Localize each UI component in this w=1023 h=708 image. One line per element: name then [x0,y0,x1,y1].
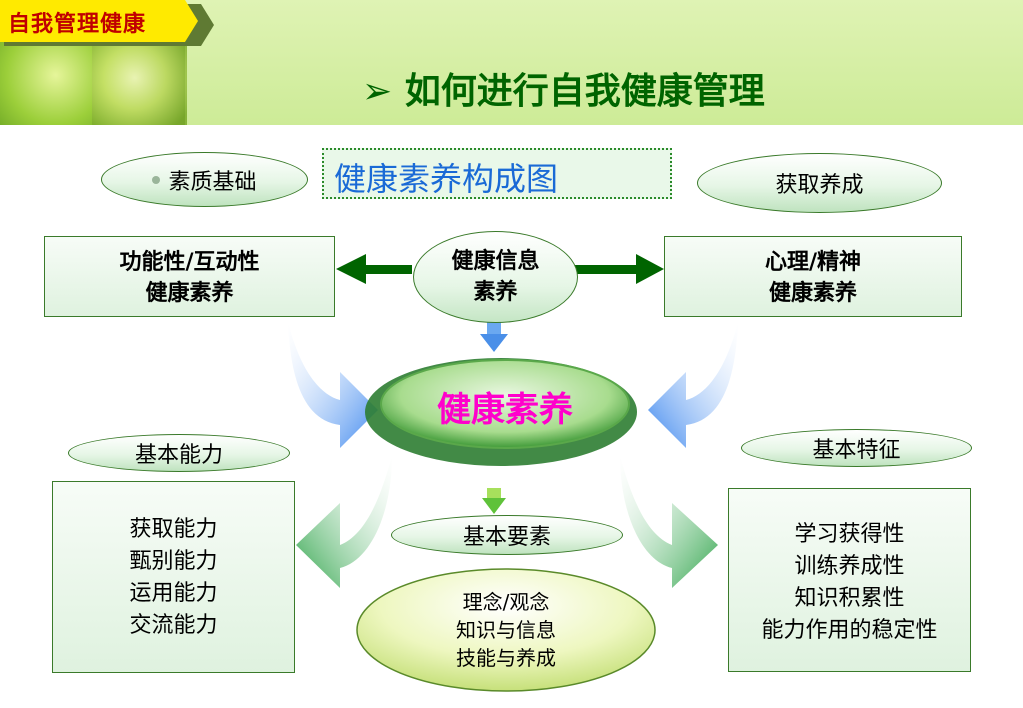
arrow-down-blue-icon [480,322,508,352]
features-box: 学习获得性 训练养成性 知识积累性 能力作用的稳定性 [728,488,971,672]
center-health-literacy-label: 健康素养 [437,390,573,430]
health-info-line1: 健康信息 [451,249,540,274]
ability-item: 运用能力 [129,581,218,606]
mental-literacy-line1: 心理/精神 [764,250,862,275]
element-item: 理念/观念 [462,590,550,614]
health-info-literacy-node: 健康信息 素养 [413,231,578,323]
ability-item: 甄别能力 [129,549,218,574]
acquire-form-label: 获取养成 [775,173,864,198]
feature-item: 知识积累性 [794,586,905,611]
elements-ellipse [356,568,656,692]
arrow-down-green-icon [482,488,506,514]
element-item: 知识与信息 [456,618,556,642]
quality-basis-label: 素质基础 [168,169,257,195]
basic-elements-label: 基本要素 [462,525,551,550]
acquire-form-pill: 获取养成 [697,153,942,213]
page-title: ➢ 如何进行自我健康管理 [362,62,765,114]
arrow-left-icon [336,254,412,284]
basic-ability-label: 基本能力 [134,443,223,468]
page-title-text: 如何进行自我健康管理 [404,71,765,112]
curved-arrow-green-left-icon [296,456,392,588]
diagram-title-frame [322,148,672,199]
elements-list: 理念/观念 知识与信息 技能与养成 [360,588,652,672]
title-arrow-icon: ➢ [362,71,393,112]
functional-literacy-box: 功能性/互动性 健康素养 [44,236,335,317]
mental-literacy-box: 心理/精神 健康素养 [664,236,962,317]
section-tag-label: 自我管理健康 [8,12,147,37]
curved-arrow-green-right-icon [620,456,718,588]
section-tag [0,0,198,42]
abilities-box: 获取能力 甄别能力 运用能力 交流能力 [52,481,295,673]
curved-arrow-blue-left-icon [288,322,378,448]
quality-basis-pill: 素质基础 [101,152,308,207]
feature-item: 学习获得性 [794,522,905,547]
functional-literacy-line2: 健康素养 [145,281,234,306]
arrow-right-icon [575,254,664,284]
curved-arrow-blue-right-icon [648,322,738,448]
health-info-line2: 素养 [473,280,518,305]
element-item: 技能与养成 [456,646,556,670]
functional-literacy-line1: 功能性/互动性 [119,250,260,275]
feature-item: 训练养成性 [794,554,905,579]
basic-ability-pill: 基本能力 [68,434,290,472]
basic-elements-pill: 基本要素 [391,515,623,555]
ability-item: 获取能力 [129,517,218,542]
mental-literacy-line2: 健康素养 [768,281,857,306]
ability-item: 交流能力 [129,613,218,638]
diagram-title: 健康素养构成图 [334,160,559,198]
feature-item: 能力作用的稳定性 [761,618,938,643]
basic-features-pill: 基本特征 [741,429,972,467]
basic-features-label: 基本特征 [812,438,901,463]
bullet-dot-icon [152,175,161,184]
center-ellipse [380,359,630,449]
